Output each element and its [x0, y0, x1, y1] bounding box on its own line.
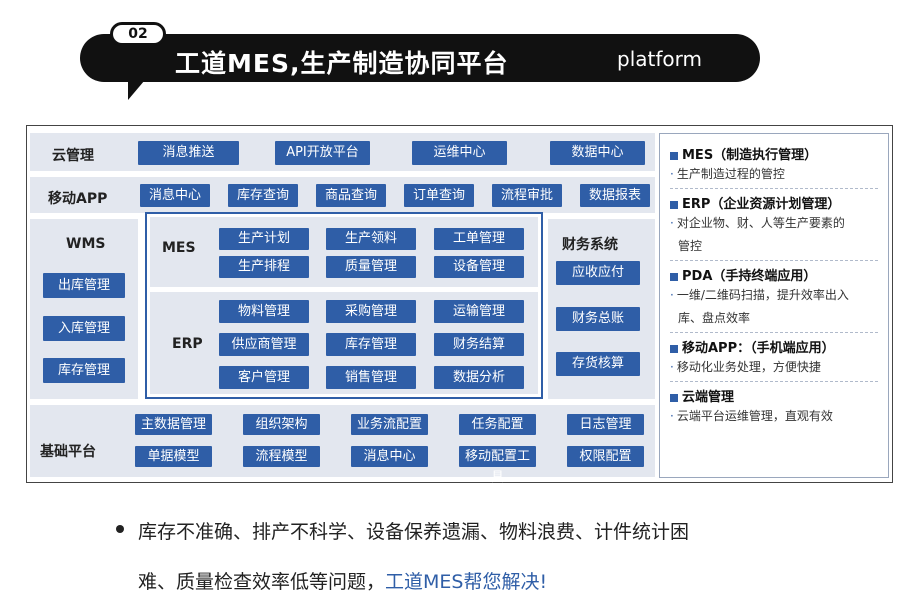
- module-button[interactable]: 移动配置工具: [459, 446, 536, 485]
- module-button[interactable]: 生产领料: [326, 228, 416, 250]
- banner-tail: [128, 74, 150, 100]
- module-button[interactable]: 财务结算: [434, 333, 524, 356]
- module-button[interactable]: 消息中心: [351, 446, 428, 467]
- note-text: 管控: [678, 239, 703, 253]
- dot-bullet-icon: ·: [670, 360, 674, 374]
- square-bullet-icon: [670, 272, 678, 281]
- module-button[interactable]: 业务流配置: [351, 414, 428, 435]
- module-button[interactable]: 库存管理: [326, 333, 416, 356]
- base-platform-row: [30, 405, 655, 477]
- summary-highlight: 工道MES帮您解决!: [385, 571, 548, 593]
- legend-notes-panel: MES（制造执行管理） ·生产制造过程的管控 ERP（企业资源计划管理） ·对企…: [659, 133, 889, 478]
- dot-bullet-icon: ·: [670, 167, 674, 181]
- dot-bullet-icon: ·: [670, 216, 674, 230]
- module-button[interactable]: 物料管理: [219, 300, 309, 323]
- note-text: 库、盘点效率: [678, 311, 751, 325]
- note-text: 一维/二维码扫描，提升效率出入: [676, 288, 849, 302]
- note-line: 库、盘点效率: [670, 307, 878, 330]
- module-button[interactable]: 生产排程: [219, 256, 309, 278]
- note-heading: MES（制造执行管理）: [670, 144, 878, 163]
- module-button[interactable]: 财务总账: [556, 307, 640, 331]
- module-button[interactable]: 商品查询: [316, 184, 386, 207]
- square-bullet-icon: [670, 393, 678, 402]
- page-title: 工道MES,生产制造协同平台: [175, 49, 509, 78]
- square-bullet-icon: [670, 344, 678, 353]
- module-button[interactable]: 销售管理: [326, 366, 416, 389]
- module-button[interactable]: 库存管理: [43, 358, 125, 383]
- note-title: PDA（手持终端应用）: [682, 269, 817, 284]
- module-button[interactable]: 数据报表: [580, 184, 650, 207]
- summary-text: 难、质量检查效率低等问题，: [138, 571, 386, 593]
- summary-line-2: 难、质量检查效率低等问题，工道MES帮您解决!: [138, 567, 547, 594]
- module-button[interactable]: 消息中心: [140, 184, 210, 207]
- note-title: MES（制造执行管理）: [682, 148, 818, 163]
- mobile-app-row-label: 移动APP: [48, 191, 108, 207]
- dot-bullet-icon: ·: [670, 409, 674, 423]
- mes-label: MES: [162, 240, 196, 256]
- erp-label: ERP: [172, 336, 203, 352]
- note-line: ·一维/二维码扫描，提升效率出入: [670, 284, 878, 307]
- note-divider: [670, 381, 878, 382]
- module-button[interactable]: 出库管理: [43, 273, 125, 298]
- module-button[interactable]: 存货核算: [556, 352, 640, 376]
- note-line: ·生产制造过程的管控: [670, 163, 878, 186]
- header-banner: [80, 34, 760, 82]
- note-text: 云端平台运维管理，直观有效: [676, 409, 833, 423]
- module-button[interactable]: 数据中心: [550, 141, 645, 165]
- module-button[interactable]: 工单管理: [434, 228, 524, 250]
- module-button[interactable]: 单据模型: [135, 446, 212, 467]
- note-divider: [670, 260, 878, 261]
- note-line: 管控: [670, 235, 878, 258]
- module-button[interactable]: 库存查询: [228, 184, 298, 207]
- note-text: 对企业物、财、人等生产要素的: [676, 216, 845, 230]
- module-button[interactable]: 流程审批: [492, 184, 562, 207]
- square-bullet-icon: [670, 151, 678, 160]
- module-button[interactable]: 供应商管理: [219, 333, 309, 356]
- note-heading: ERP（企业资源计划管理）: [670, 193, 878, 212]
- module-button[interactable]: 入库管理: [43, 316, 125, 341]
- note-heading: PDA（手持终端应用）: [670, 265, 878, 284]
- finance-label: 财务系统: [562, 237, 618, 253]
- module-button[interactable]: 运输管理: [434, 300, 524, 323]
- cloud-row-label: 云管理: [52, 148, 94, 164]
- module-button[interactable]: 任务配置: [459, 414, 536, 435]
- note-text: 移动化业务处理，方便快捷: [676, 360, 821, 374]
- module-button[interactable]: 质量管理: [326, 256, 416, 278]
- module-button[interactable]: 设备管理: [434, 256, 524, 278]
- module-button[interactable]: 应收应付: [556, 261, 640, 285]
- module-button[interactable]: 数据分析: [434, 366, 524, 389]
- note-line: ·云端平台运维管理，直观有效: [670, 405, 878, 428]
- dot-bullet-icon: ·: [670, 288, 674, 302]
- note-divider: [670, 332, 878, 333]
- module-button[interactable]: 主数据管理: [135, 414, 212, 435]
- module-button[interactable]: 采购管理: [326, 300, 416, 323]
- module-button[interactable]: 客户管理: [219, 366, 309, 389]
- module-button[interactable]: 流程模型: [243, 446, 320, 467]
- note-title: 移动APP：（手机端应用）: [682, 341, 835, 356]
- note-title: 云端管理: [682, 390, 735, 405]
- module-button[interactable]: API开放平台: [275, 141, 370, 165]
- page-subtitle: platform: [617, 47, 702, 71]
- section-number-badge: 02: [110, 22, 166, 46]
- module-button[interactable]: 消息推送: [138, 141, 239, 165]
- summary-line-1: 库存不准确、排产不科学、设备保养遗漏、物料浪费、计件统计困: [138, 521, 690, 543]
- module-button[interactable]: 权限配置: [567, 446, 644, 467]
- module-button[interactable]: 订单查询: [404, 184, 474, 207]
- module-button[interactable]: 日志管理: [567, 414, 644, 435]
- note-text: 生产制造过程的管控: [676, 167, 785, 181]
- note-heading: 移动APP：（手机端应用）: [670, 337, 878, 356]
- module-button[interactable]: 生产计划: [219, 228, 309, 250]
- square-bullet-icon: [670, 200, 678, 209]
- base-platform-label: 基础平台: [40, 444, 96, 460]
- wms-label: WMS: [66, 236, 106, 252]
- note-heading: 云端管理: [670, 386, 878, 405]
- note-line: ·移动化业务处理，方便快捷: [670, 356, 878, 379]
- bullet-icon: [116, 525, 124, 533]
- note-line: ·对企业物、财、人等生产要素的: [670, 212, 878, 235]
- module-button[interactable]: 运维中心: [412, 141, 507, 165]
- module-button[interactable]: 组织架构: [243, 414, 320, 435]
- note-title: ERP（企业资源计划管理）: [682, 197, 841, 212]
- note-divider: [670, 188, 878, 189]
